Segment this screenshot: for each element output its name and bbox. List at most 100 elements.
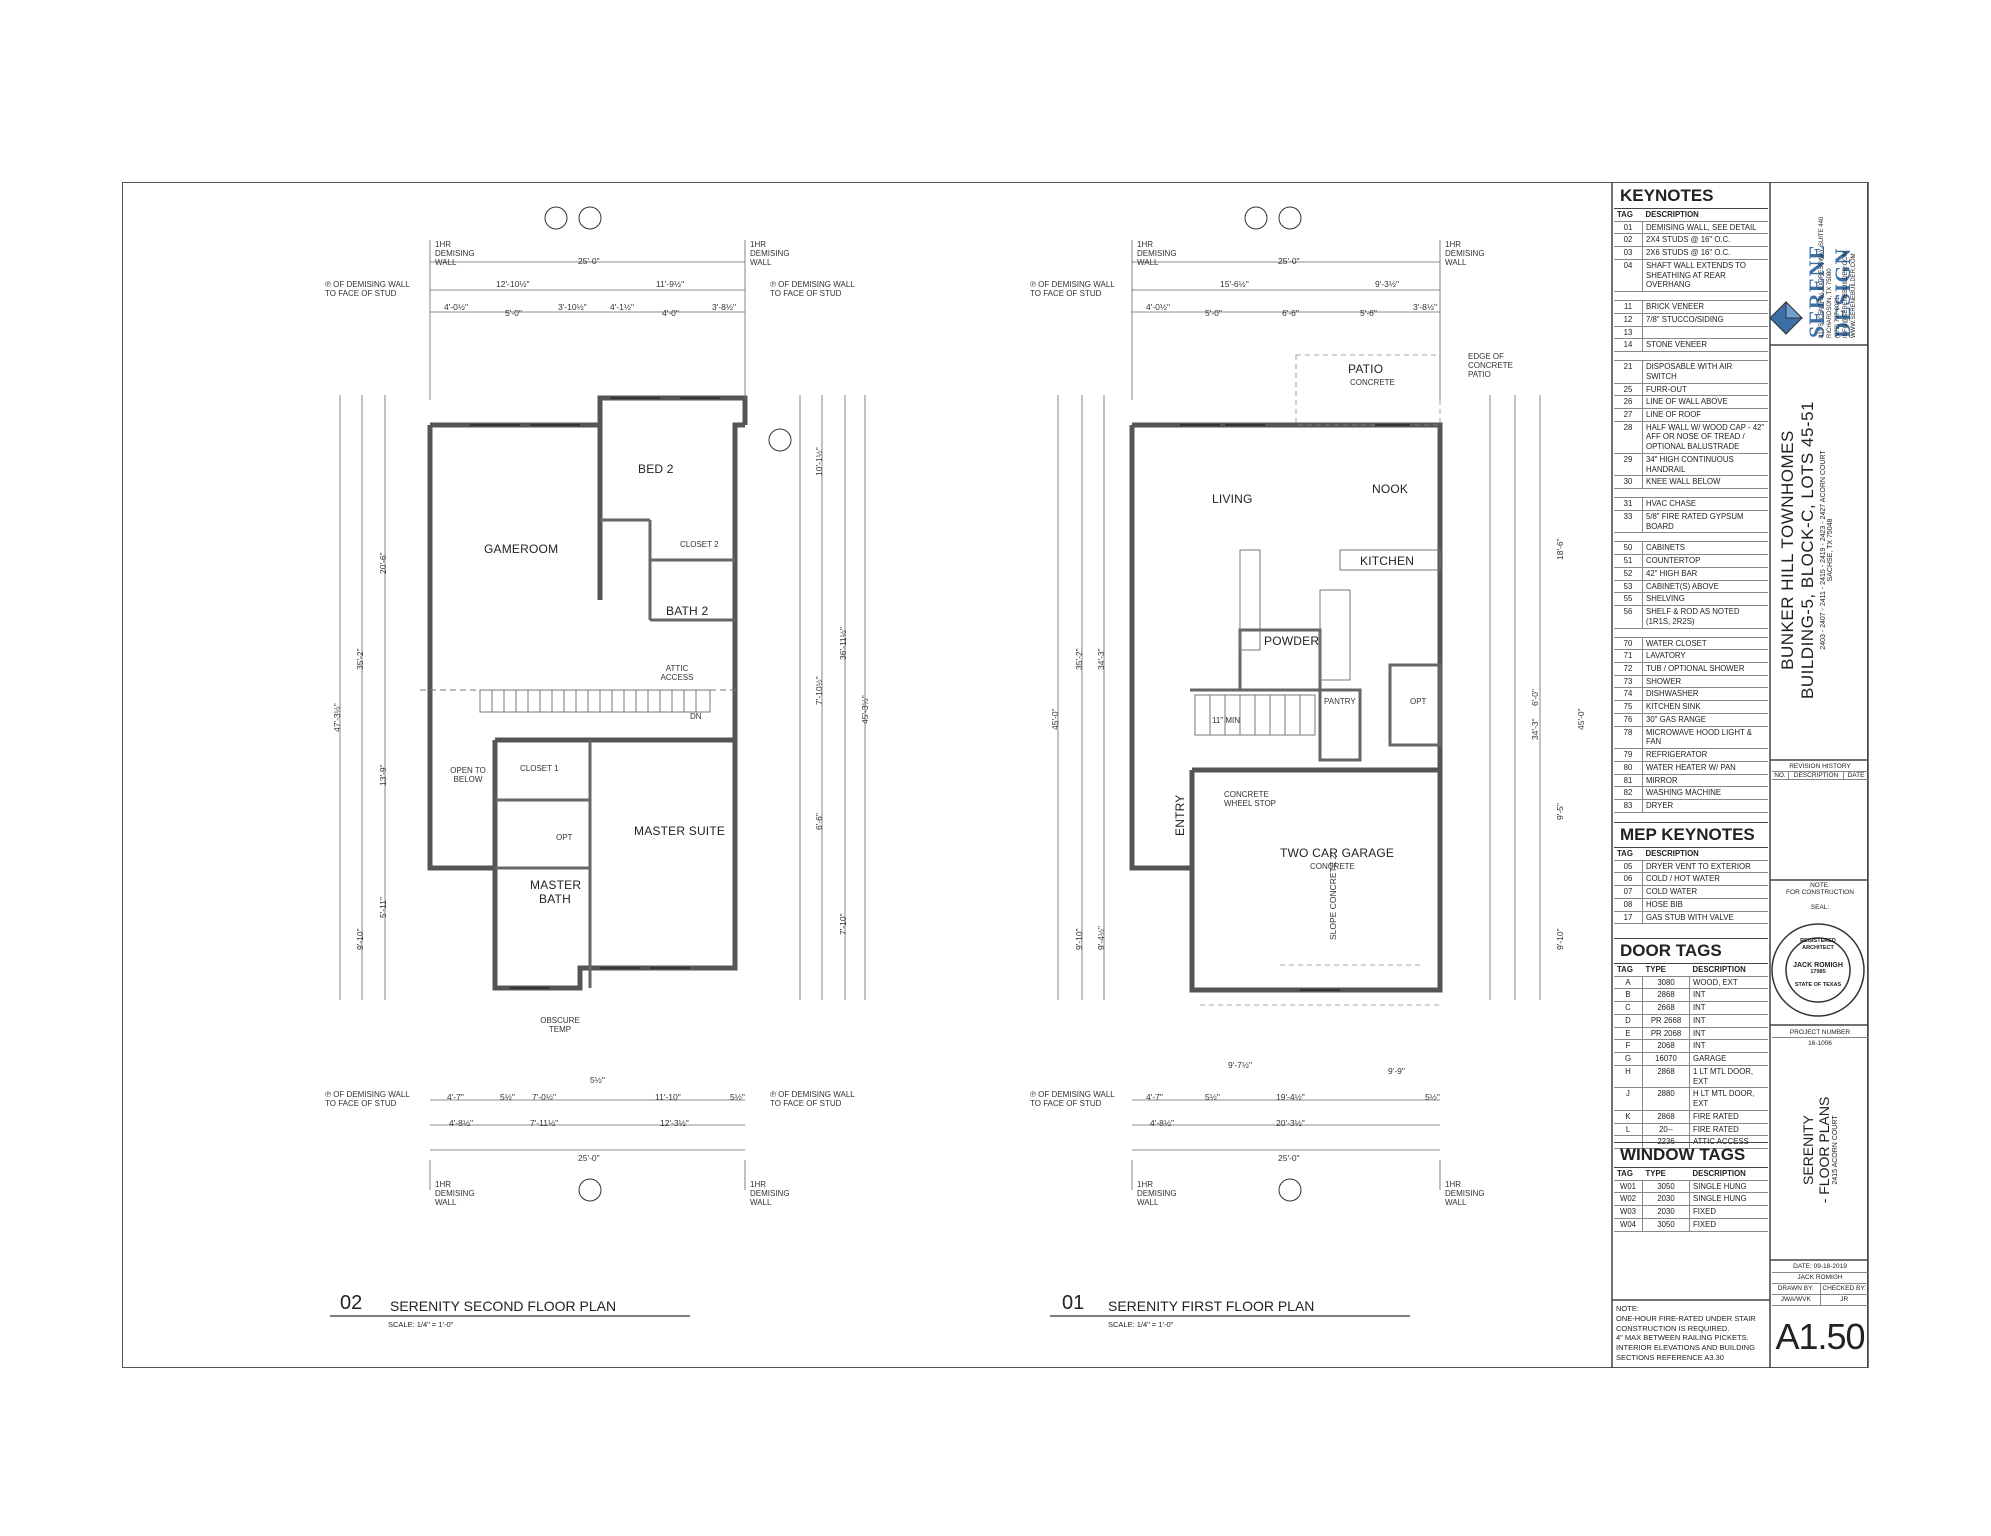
keynote-cell: 02 (1614, 233, 1643, 248)
plan1-dim-side-2: 34'-3" (1096, 648, 1106, 670)
plan1-dim-bottom-3: 19'-4½" (1276, 1092, 1305, 1102)
door-col-tag: TAG (1614, 964, 1643, 977)
project-number: 16-1006 (1808, 1040, 1832, 1047)
keynote-cell: REFRIGERATOR (1642, 748, 1768, 762)
door-tag-cell: 2668 (1642, 1001, 1690, 1015)
plan2-dim-side-5: 5'-11" (378, 896, 388, 918)
door-tag-cell: L (1614, 1123, 1643, 1137)
section-markers (544, 206, 1302, 1202)
plan1-dim-seg-5: 3'-8½" (1413, 302, 1438, 312)
plan1-title-number: 01 (1062, 1292, 1085, 1314)
keynote-cell: DEMISING WALL, SEE DETAIL (1642, 221, 1768, 235)
keynote-cell: 26 (1614, 395, 1643, 410)
plan1-dim-overall-bottom: 25'-0" (1278, 1153, 1300, 1163)
keynote-cell: MICROWAVE HOOD LIGHT & FAN (1642, 726, 1768, 750)
keynote-cell: 78 (1614, 726, 1643, 750)
sheet-number: A1.50 (1775, 1316, 1865, 1357)
keynote-cell: SHELVING (1642, 592, 1768, 607)
window-tag-cell: W02 (1614, 1192, 1643, 1207)
plan2-face-of-stud-top-right: ℗ OF DEMISING WALL TO FACE OF STUD (770, 280, 855, 298)
keynote-cell: DRYER (1642, 799, 1768, 813)
window-tag-cell: 3050 (1642, 1218, 1690, 1232)
keynote-cell: 27 (1614, 408, 1643, 422)
mep-col-tag: TAG (1614, 848, 1643, 861)
project-address: 2403 - 2407 - 2411 - 2415 - 2419 - 2423 … (1820, 450, 1827, 650)
plan1-11-min: 11" MIN (1212, 716, 1241, 725)
firm-address-line-3: (972) 737-0001 (1835, 296, 1841, 338)
firm-address-line-4: INFO@SERENEBUILDER.COM (1843, 251, 1849, 338)
plan2-face-of-stud-bottom-right: ℗ OF DEMISING WALL TO FACE OF STUD (770, 1090, 855, 1108)
keynote-cell: SHOWER (1642, 675, 1768, 689)
architect-seal (1771, 923, 1865, 1017)
window-tag-cell: SINGLE HUNG (1689, 1180, 1768, 1194)
plan2-dimension-lines (339, 240, 866, 1190)
keynote-spacer (1614, 628, 1768, 638)
plan2-room-bath2: BATH 2 (666, 604, 709, 618)
window-tag-cell: FIXED (1689, 1218, 1768, 1232)
mep-keynote-cell: COLD WATER (1642, 885, 1768, 899)
keynote-cell: 56 (1614, 605, 1643, 629)
keynote-cell: FURR-OUT (1642, 383, 1768, 397)
keynote-cell: 25 (1614, 383, 1643, 397)
project-title-block: BUNKER HILL TOWNHOMES BUILDING-5, BLOCK-… (1778, 350, 1834, 750)
plan1-stair (1194, 694, 1316, 736)
plan2-dim-seg-2: 5'-0" (505, 308, 522, 318)
keynote-cell: 04 (1614, 259, 1643, 293)
window-tag-cell: FIXED (1689, 1205, 1768, 1219)
plan2-demising-bottom-right: 1HR DEMISING WALL (750, 1180, 790, 1207)
firm-address-line-2: RICHARDSON, TX 75080 (1827, 268, 1833, 338)
plan1-room-patio: PATIO (1348, 362, 1384, 376)
plan2-room-master-suite: MASTER SUITE (634, 824, 726, 838)
window-tag-cell: W03 (1614, 1205, 1643, 1219)
checked-by-label: CHECKED BY: (1822, 1285, 1867, 1292)
plan1-room-powder: POWDER (1264, 634, 1320, 648)
plan2-room-master-bath: MASTER BATH (530, 878, 582, 906)
keynote-cell: 80 (1614, 761, 1643, 775)
mep-keynote-cell: 06 (1614, 872, 1643, 887)
plan2-opt-label: OPT (556, 833, 573, 842)
door-tag-cell: K (1614, 1110, 1643, 1124)
drawing-title-line-2: - FLOOR PLANS (1816, 1096, 1832, 1204)
general-note: NOTE: ONE-HOUR FIRE-RATED UNDER STAIR CO… (1616, 1304, 1756, 1362)
mep-keynote-cell: HOSE BIB (1642, 898, 1768, 912)
keynote-cell: 7/8" STUCCO/SIDING (1642, 313, 1768, 327)
mep-keynote-cell: 05 (1614, 860, 1643, 874)
plan1-garage-concrete: CONCRETE (1310, 862, 1355, 871)
keynote-cell: 79 (1614, 748, 1643, 762)
plan2-dim-bottom-5: 11'-10" (655, 1092, 681, 1102)
project-city: SACHSE, TX 75048 (1827, 518, 1834, 582)
door-tag-cell: INT (1689, 1014, 1768, 1028)
plan1-dim-side-10: 6'-0" (1530, 689, 1540, 706)
plan2-dim-bottom-7: 4'-8½" (449, 1118, 474, 1128)
plan1-room-nook: NOOK (1372, 482, 1409, 496)
revision-col-date: DATE (1847, 772, 1865, 779)
mep-keynote-cell: COLD / HOT WATER (1642, 872, 1768, 887)
keynote-cell: DISPOSABLE WITH AIR SWITCH (1642, 360, 1768, 384)
door-tag-cell: H (1614, 1065, 1643, 1089)
window-tag-cell: W01 (1614, 1180, 1643, 1194)
plan2-dim-top-left: 12'-10½" (496, 279, 530, 289)
keynote-cell: WATER CLOSET (1642, 637, 1768, 651)
keynote-cell: 76 (1614, 713, 1643, 727)
plan1-room-garage: TWO CAR GARAGE (1280, 846, 1395, 860)
keynote-cell: 01 (1614, 221, 1643, 235)
keynote-cell: BRICK VENEER (1642, 300, 1768, 314)
keynote-cell: 81 (1614, 774, 1643, 788)
plan2-walls (427, 395, 748, 991)
door-tag-cell: 3080 (1642, 976, 1690, 990)
door-tag-cell: J (1614, 1087, 1643, 1111)
